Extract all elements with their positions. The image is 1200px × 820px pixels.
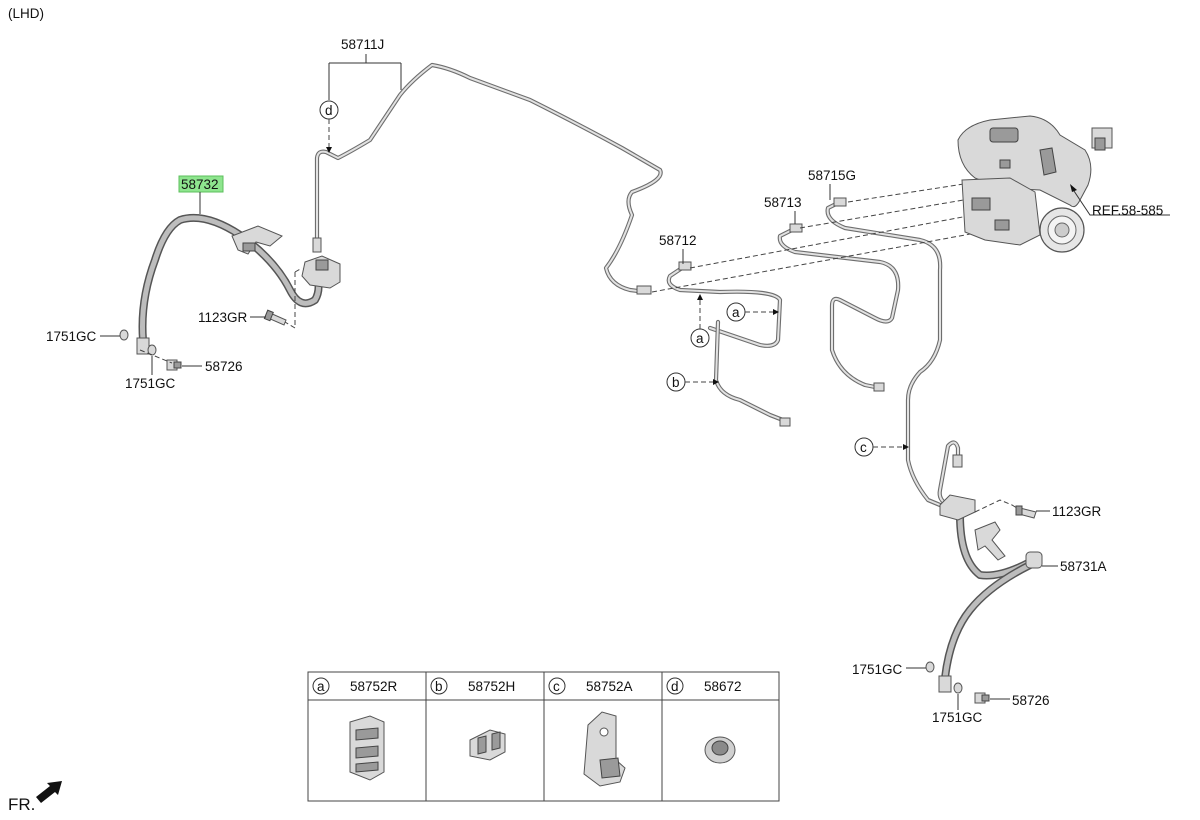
hose-bracket [974,521,1006,561]
legend-b-part: 58752H [468,679,515,694]
label-58726-left: 58726 [205,359,243,374]
legend-a-letter: a [317,679,325,694]
brake-pipe-c-section[interactable] [937,440,963,508]
legend-d-letter: d [671,679,679,694]
marker-a-arrow-icon [773,309,779,315]
label-1751GC-right-2: 1751GC [932,710,983,725]
label-58713: 58713 [764,195,802,210]
marker-b-arrow-icon [713,379,719,385]
legend-cell-a[interactable]: a 58752R [312,677,398,781]
legend-b-letter: b [435,679,443,694]
hose-end-block [301,255,341,289]
brake-pipe-58711J[interactable] [312,62,663,295]
bolt-1123GR-left[interactable] [263,309,287,326]
legend-cell-b[interactable]: b 58752H [430,677,515,761]
marker-d-arrow-icon [326,147,332,153]
legend-c-part: 58752A [586,679,633,694]
pipe-fitting-nut [636,285,652,295]
label-1123GR-right: 1123GR [1052,504,1102,519]
label-1123GR-left: 1123GR [198,310,248,325]
bolt-58726-right[interactable] [974,692,990,704]
label-58712: 58712 [659,233,697,248]
brake-pipe-58713[interactable] [777,223,901,392]
label-58732-highlight [178,175,224,193]
grommet-58672-icon [704,736,736,764]
caliper-banjo-fitting [938,675,952,693]
legend-d-part: 58672 [704,679,742,694]
label-58711J-leader [328,54,402,100]
legend-cell-d[interactable]: d 58672 [666,677,742,764]
brake-hose-58731A[interactable] [938,494,1043,693]
pipe-fitting-nut [873,382,885,392]
clip-58752A-icon [583,711,626,787]
bolt-58726-left[interactable] [166,359,182,371]
washer-bolt-dashline [139,349,173,364]
marker-c-letter: c [860,440,867,455]
hose-end-block [939,494,976,521]
marker-d-letter: d [325,103,333,118]
pipe-fitting-nut [833,197,847,207]
pipe-fitting-nut [312,237,322,253]
marker-a-letter-2: a [696,331,704,346]
washer-1751GC-right-2[interactable] [953,682,963,694]
clip-legend-table: a 58752R b 58752H c 58752A [307,671,780,802]
variant-label: (LHD) [8,6,44,21]
label-58711J: 58711J [341,37,384,52]
label-58715G: 58715G [808,168,856,183]
hose-mount-dashline [284,267,303,329]
brake-pipe-58712[interactable] [666,261,783,348]
marker-c-arrow-icon [903,444,909,450]
marker-a-letter: a [732,305,740,320]
front-direction-label: FR. [8,795,35,814]
legend-cell-c[interactable]: c 58752A [548,677,633,787]
hose-end-fitting [315,259,329,271]
legend-a-part: 58752R [350,679,398,694]
label-ref-58-585: REF.58-585 [1092,203,1163,218]
marker-b-letter: b [672,375,680,390]
brake-hose-58732[interactable] [136,213,341,355]
pipe-fitting-nut [678,261,692,271]
front-arrow-icon [36,781,62,803]
pipe-fitting-nut [779,417,791,427]
hose-mount-dashline [974,499,1021,513]
pipe-fitting-nut [952,454,963,468]
hose-clip [242,242,256,252]
label-1751GC-left-2: 1751GC [125,376,176,391]
clip-58752H-icon [469,729,506,761]
washer-1751GC-right-1[interactable] [925,661,935,673]
label-58726-right: 58726 [1012,693,1050,708]
front-direction-indicator: FR. [8,781,62,814]
label-1751GC-left-1: 1751GC [46,329,97,344]
clip-58752R-icon [349,715,385,781]
bolt-1123GR-right[interactable] [1015,505,1037,519]
ref-arrow-icon [1070,184,1077,192]
label-1751GC-right-1: 1751GC [852,662,903,677]
legend-c-letter: c [553,679,560,694]
hose-end-fitting [1025,551,1043,569]
master-cylinder-unit[interactable] [957,115,1113,253]
brake-pipe-58715G[interactable] [825,197,943,508]
marker-a-arrow-icon-2 [697,294,703,300]
washer-1751GC-left-1[interactable] [119,329,129,341]
label-58731A: 58731A [1060,559,1107,574]
label-58732: 58732 [181,177,219,192]
ref-leader [1071,187,1170,216]
